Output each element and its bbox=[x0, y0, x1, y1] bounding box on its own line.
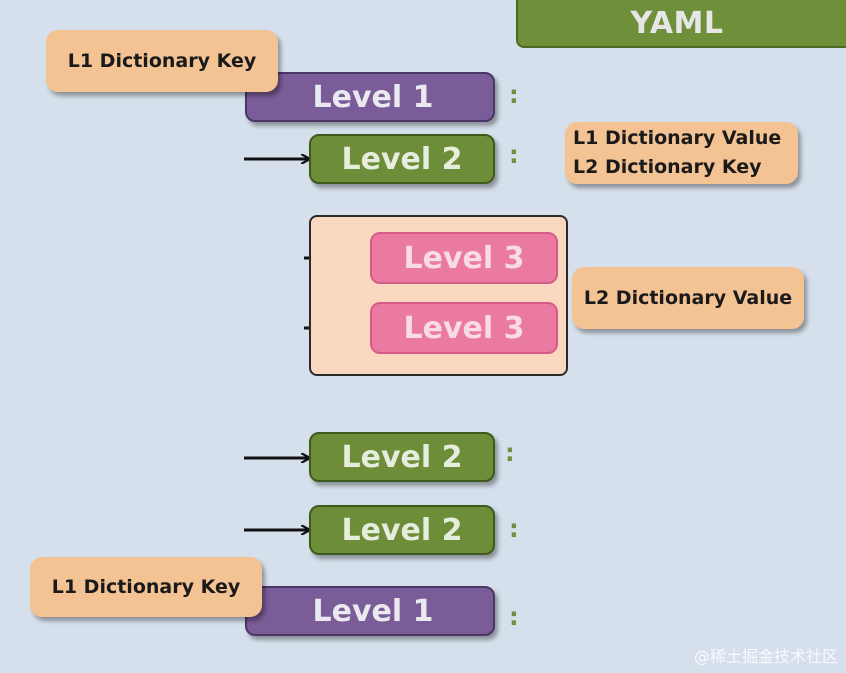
level2-box-bottom: Level 2 bbox=[309, 505, 495, 555]
watermark-text: @稀土掘金技术社区 bbox=[693, 647, 838, 666]
l1-dictionary-key-tag-top: L1 Dictionary Key bbox=[46, 30, 278, 92]
level2-box-top: Level 2 bbox=[309, 134, 495, 184]
level1-box-bottom: Level 1 bbox=[245, 586, 495, 636]
l1-dictionary-value-label: L1 Dictionary Value bbox=[573, 127, 782, 149]
colon-level1-bottom: : bbox=[506, 602, 522, 632]
l1-dictionary-key-tag-bottom: L1 Dictionary Key bbox=[30, 557, 262, 617]
colon-level2-bottom: : bbox=[506, 514, 522, 544]
level1-box-top: Level 1 bbox=[245, 72, 495, 122]
l2-dictionary-value-tag: L2 Dictionary Value bbox=[572, 267, 804, 329]
level3-box-second: Level 3 bbox=[370, 302, 558, 354]
colon-level1-top: : bbox=[506, 80, 522, 110]
yaml-title: YAML bbox=[516, 0, 846, 48]
l1-value-l2-key-tag: L1 Dictionary Value L2 Dictionary Key bbox=[565, 122, 798, 184]
l2-dictionary-key-label: L2 Dictionary Key bbox=[573, 156, 762, 178]
colon-level2-middle: : bbox=[502, 438, 518, 468]
colon-level2-top: : bbox=[506, 140, 522, 170]
level2-box-middle: Level 2 bbox=[309, 432, 495, 482]
level3-box-first: Level 3 bbox=[370, 232, 558, 284]
